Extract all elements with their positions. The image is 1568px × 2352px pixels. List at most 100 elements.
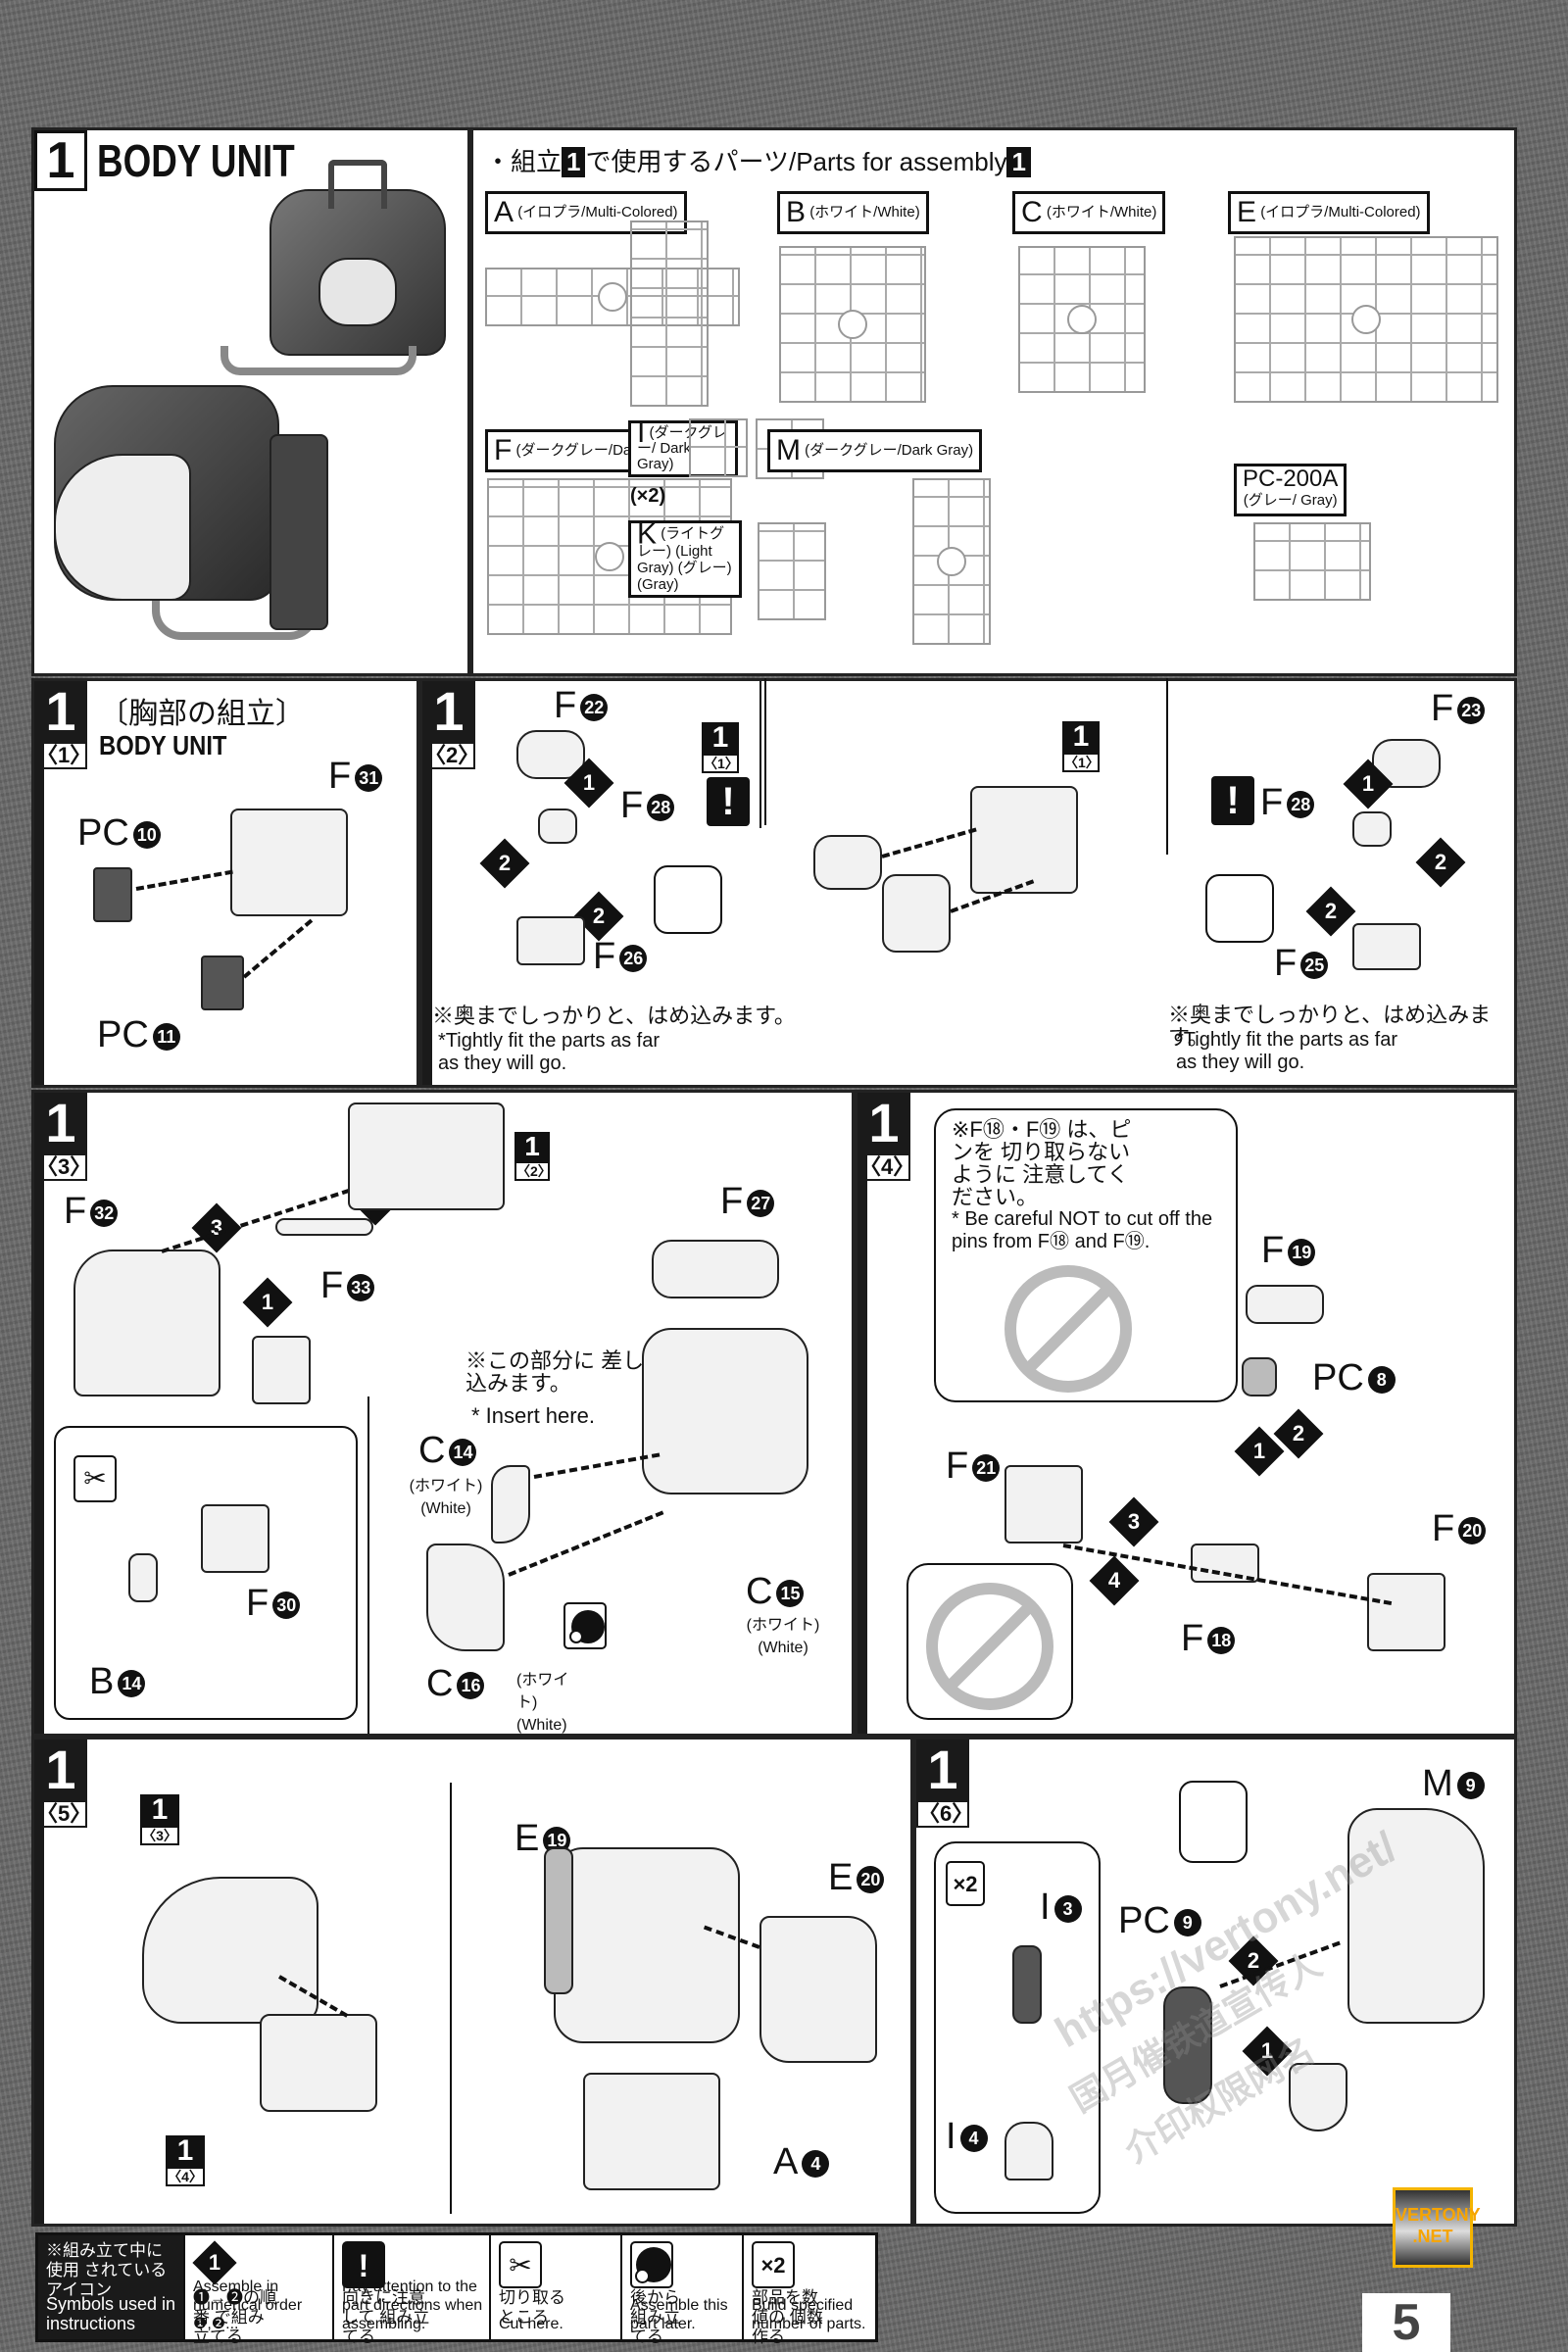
legend-heading-jp: ※組み立て中に使用 されているアイコン bbox=[46, 2241, 168, 2299]
runner-color: (イロプラ/Multi-Colored) bbox=[517, 203, 678, 220]
part-letter: F bbox=[554, 685, 577, 726]
order-diamond-icon: 1 bbox=[192, 2240, 237, 2288]
part-letter: F bbox=[1261, 1230, 1285, 1271]
step-ref-badge: 1 bbox=[1006, 147, 1031, 177]
panel-divider bbox=[450, 1783, 452, 2214]
thruster-nozzle bbox=[1289, 2063, 1348, 2132]
runner-hub bbox=[595, 542, 624, 571]
part-letter: F bbox=[1181, 1618, 1204, 1659]
runner-letter: E bbox=[1237, 196, 1257, 228]
parts-heading-text: で使用するパーツ/Parts for assembly bbox=[585, 147, 1007, 176]
part-letter: C bbox=[418, 1430, 446, 1471]
part-number: 4 bbox=[959, 2124, 988, 2152]
runner-b-sprue bbox=[779, 246, 926, 403]
ref-step-number: 1 bbox=[1072, 720, 1090, 753]
runner-c-sprue bbox=[1018, 246, 1146, 393]
seat-block-f30 bbox=[201, 1504, 270, 1573]
part-number: 4 bbox=[802, 2149, 830, 2178]
base-f26 bbox=[516, 916, 585, 965]
ring-part-f19 bbox=[1246, 1285, 1324, 1324]
part-number: 20 bbox=[1458, 1516, 1487, 1544]
step-number-box: 1 bbox=[34, 130, 87, 191]
part-number: 28 bbox=[1287, 790, 1315, 818]
order-number: 2 bbox=[1324, 899, 1338, 923]
legend-item-attention: ! 向きに注意して 組み立てる Pay attention to the par… bbox=[334, 2235, 491, 2346]
legend-item-en: Assemble this part later. bbox=[630, 2297, 728, 2332]
part-number: 21 bbox=[972, 1453, 1001, 1482]
part-number: 14 bbox=[118, 1669, 146, 1697]
part-letter: F bbox=[1431, 688, 1454, 729]
part-letter: F bbox=[720, 1181, 744, 1222]
step-ref-1-3: 1 〈3〉 bbox=[140, 1794, 179, 1845]
header-hero-panel: 1 BODY UNIT bbox=[31, 127, 470, 676]
runner-hub bbox=[838, 310, 867, 339]
part-letter: F bbox=[1260, 782, 1284, 823]
joint-f28-right bbox=[1352, 811, 1392, 847]
polycap-pc11 bbox=[201, 956, 244, 1010]
center-divider-right bbox=[1166, 678, 1168, 855]
part-number: 9 bbox=[1173, 1908, 1201, 1936]
pilot-figure-b14 bbox=[128, 1553, 158, 1602]
step-ref-badge: 1 bbox=[562, 147, 586, 177]
nipper-icon: ✂ bbox=[499, 2241, 542, 2288]
part-letter: B bbox=[89, 1661, 115, 1702]
body-unit-handle bbox=[328, 160, 387, 209]
order-number: 1 bbox=[1252, 1439, 1266, 1463]
step-ref-1-2: 1 〈2〉 bbox=[514, 1132, 552, 1181]
top-ring-f27 bbox=[652, 1240, 779, 1298]
part-letter: I bbox=[1040, 1886, 1051, 1928]
runner-letter: M bbox=[776, 434, 801, 466]
step-side-bar bbox=[858, 1093, 867, 1734]
backpack-frame-m9 bbox=[1348, 1808, 1485, 2024]
step-1-2-center-art: 1 〈1〉 bbox=[764, 678, 1176, 1088]
part-number: 9 bbox=[1456, 1771, 1485, 1799]
shoulder-assembly-upper bbox=[813, 835, 882, 890]
step-side-bar bbox=[34, 1740, 44, 2224]
fit-note-en-left: *Tightly fit the parts as far as they wi… bbox=[438, 1030, 661, 1074]
nipper-icon: ✂ bbox=[74, 1455, 117, 1502]
assembly-arrow bbox=[242, 918, 314, 979]
base-f25 bbox=[1352, 923, 1421, 970]
part-letter: M bbox=[1422, 1763, 1453, 1804]
order-step-1-icon: 1 bbox=[242, 1277, 293, 1328]
base-f18 bbox=[1191, 1544, 1259, 1583]
upper-body-assembly bbox=[142, 1877, 318, 2024]
part-number: 20 bbox=[857, 1865, 885, 1893]
runner-label-k: K (ライトグレー) (Light Gray) (グレー) (Gray) bbox=[628, 519, 742, 598]
substep-number: 〈6〉 bbox=[916, 1800, 974, 1828]
runner-label-pc200a: PC-200A(グレー/ Gray) bbox=[1234, 464, 1348, 516]
part-letter: I bbox=[946, 2116, 956, 2157]
page-title: BODY UNIT bbox=[97, 135, 295, 186]
page-number: 5 bbox=[1362, 2293, 1450, 2352]
chest-plate-e20 bbox=[760, 1916, 877, 2063]
runner-letter: B bbox=[786, 196, 807, 228]
step-1-1-reference: 1 〈1〉 bbox=[702, 722, 739, 773]
runner-pc200a-sprue bbox=[1253, 522, 1371, 601]
part-letter: F bbox=[246, 1583, 270, 1624]
assembly-arrow bbox=[508, 1510, 664, 1577]
legend-item-later: 後から 組み立てる Assemble this part later. bbox=[622, 2235, 744, 2346]
multiply-icon: ×2 bbox=[946, 1861, 985, 1906]
assemble-later-icon bbox=[564, 1602, 607, 1649]
badge-line-2: .NET bbox=[1412, 2227, 1453, 2246]
step-number: 1 bbox=[45, 1092, 76, 1153]
chest-frame-part bbox=[230, 808, 348, 916]
attention-icon: ! bbox=[1211, 776, 1254, 825]
part-letter: F bbox=[593, 936, 616, 977]
nozzle-i3 bbox=[1012, 1945, 1042, 2024]
body-unit-backpack bbox=[270, 434, 328, 630]
